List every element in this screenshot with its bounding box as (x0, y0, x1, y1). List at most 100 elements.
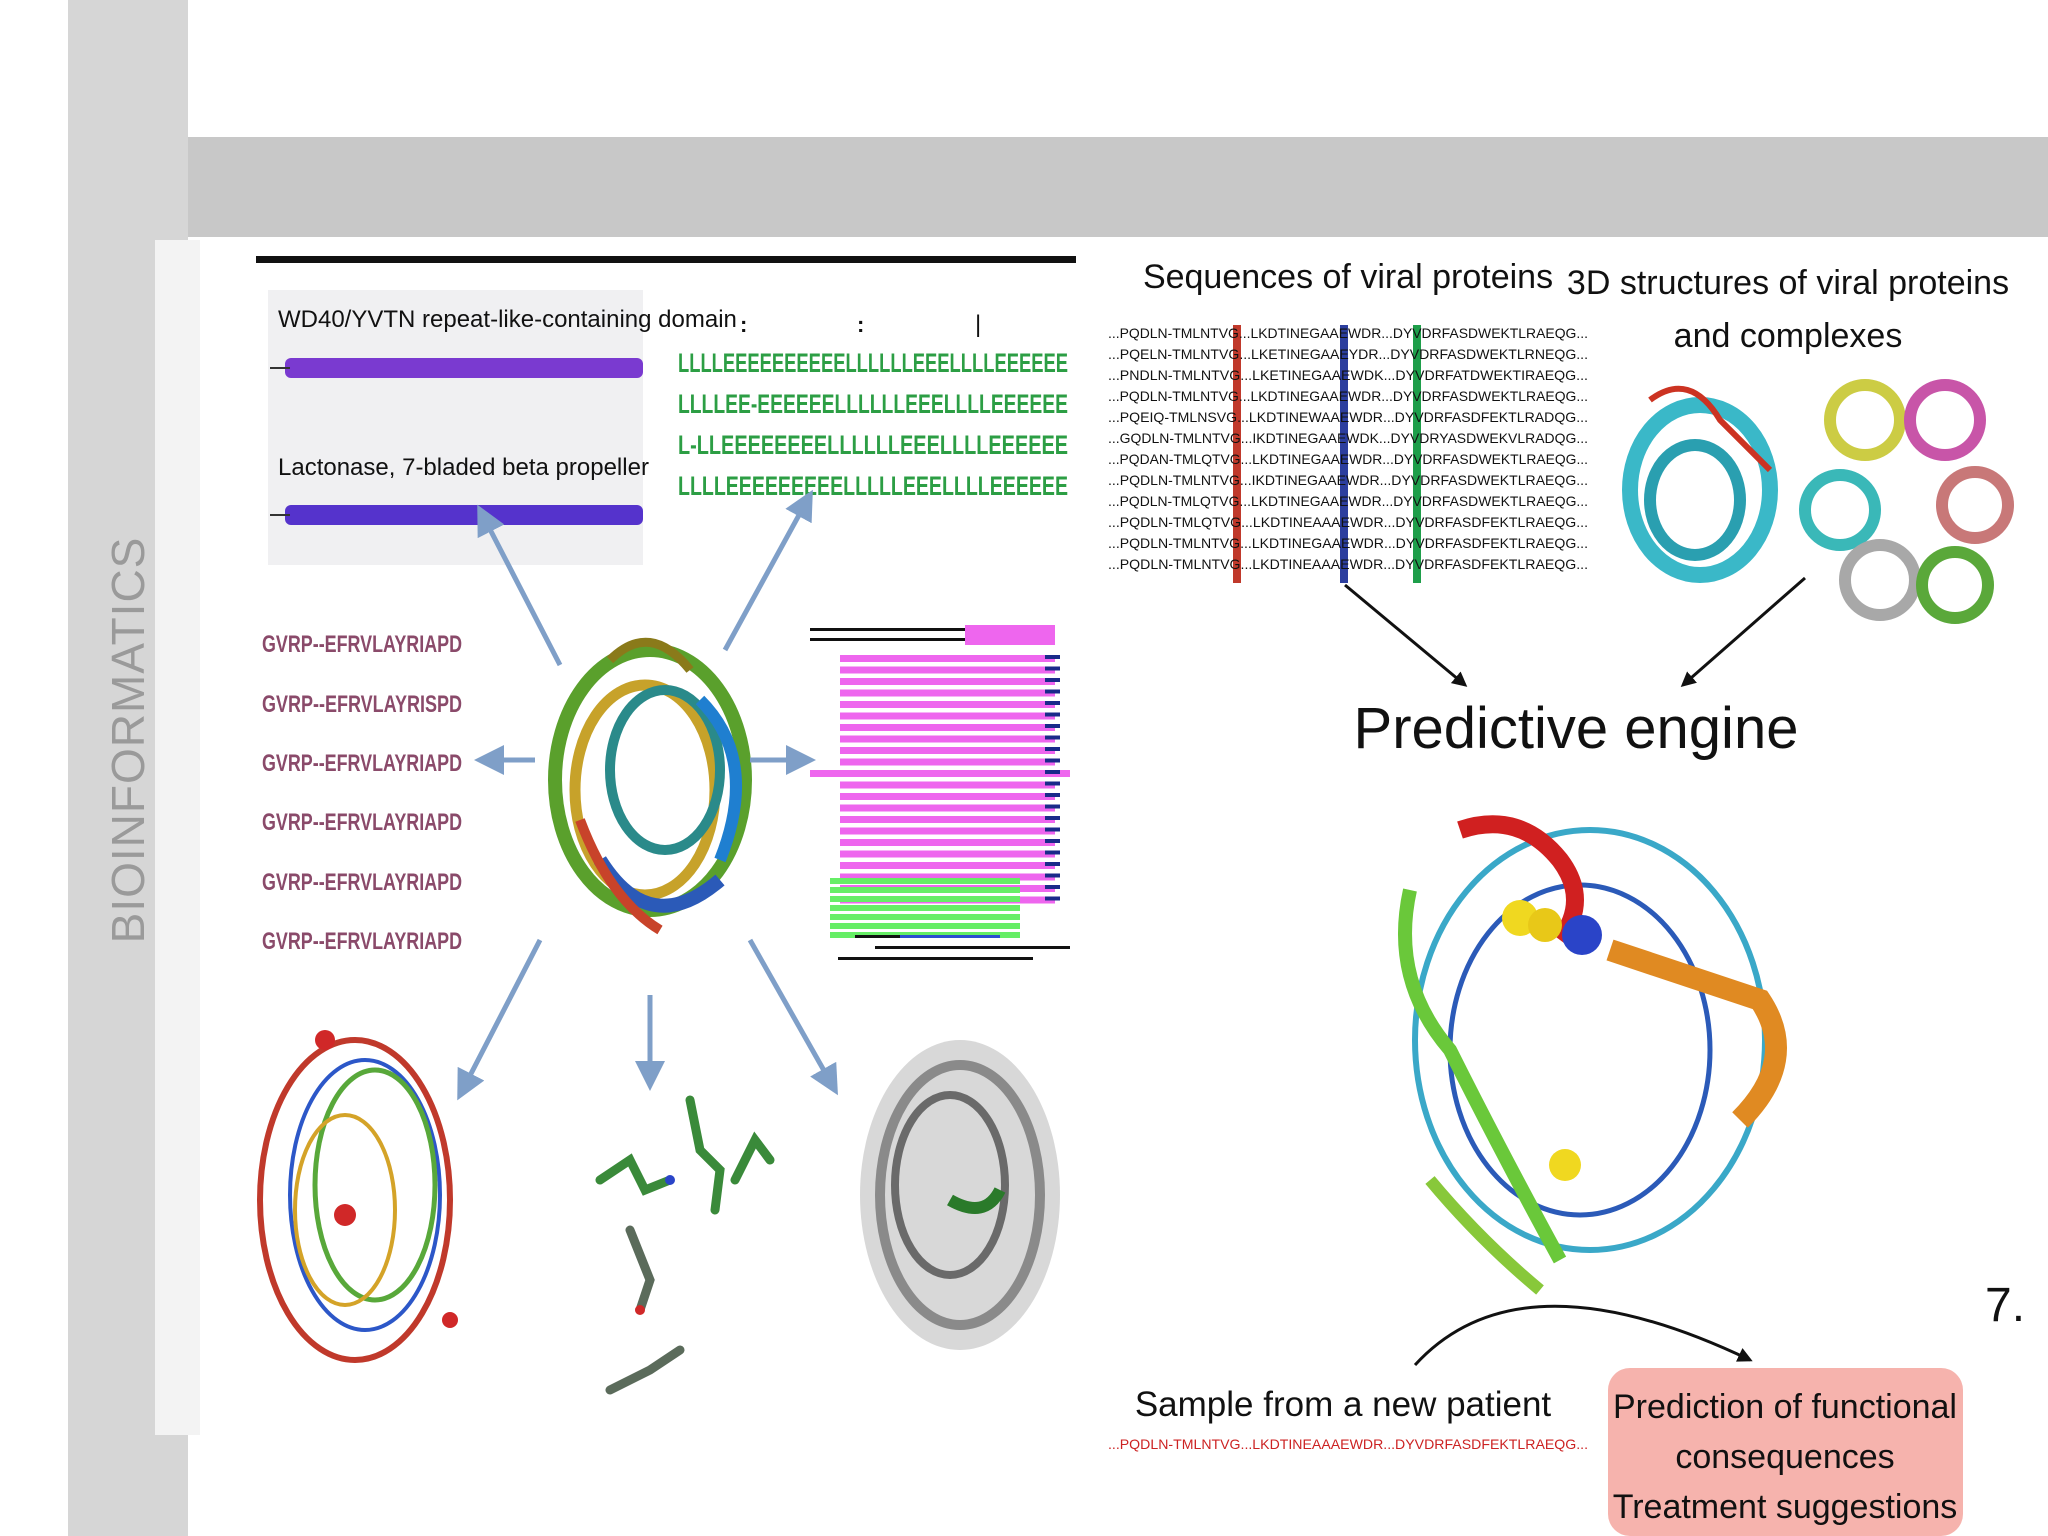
alignment-column-red (1233, 325, 1241, 583)
alignment-row: ...PQDLN-TMLNTVG...IKDTINEGAAEWDR...DYVD… (1108, 472, 1588, 488)
alignment-row: ...PQDLN-TMLNTVG...LKDTINEGAAEWDR...DYVD… (1108, 325, 1588, 341)
predicted-structure-image (1398, 815, 1787, 1295)
grey-surface-structure-image (860, 1040, 1060, 1350)
propeller-structure-image (548, 637, 752, 935)
conservation-mark: | (975, 311, 981, 338)
prediction-line-1: Prediction of functional (1613, 1388, 1957, 1426)
predictive-engine-label: Predictive engine (1354, 696, 1799, 761)
coverage-tick (1045, 666, 1060, 671)
motif-row: GVRP--EFRVLAYRIAPD (262, 928, 462, 955)
coverage-bar (840, 678, 1055, 685)
alignment-row: ...PQDLN-TMLNTVG...LKDTINEGAAEWDR...DYVD… (1108, 535, 1588, 551)
alignment-row: ...PQDLN-TMLQTVG...LKDTINEAAAEWDR...DYVD… (1108, 514, 1588, 530)
alignment-row: ...PNDLN-TMLNTVG...LKETINEGAAEWDK...DYVD… (1108, 367, 1588, 383)
sequences-title: Sequences of viral proteins (1143, 258, 1553, 296)
conservation-mark: : (857, 312, 864, 337)
coverage-bar (840, 850, 1055, 858)
patient-label: Sample from a new patient (1135, 1385, 1552, 1424)
coverage-tick (1045, 816, 1060, 820)
alignment-rows: ...PQDLN-TMLNTVG...LKDTINEGAAEWDR...DYVD… (1108, 325, 1588, 572)
coverage-bar (840, 839, 1055, 846)
ss-row: LLLLEEEEEEEEELLLLLEEELLLLEEEEEE (678, 471, 1068, 501)
coverage-bar (830, 878, 1020, 884)
coverage-bar (840, 655, 1055, 662)
patient-sequence: ...PQDLN-TMLNTVG...LKDTINEAAAEWDR...DYVD… (1108, 1436, 1588, 1452)
structures-title-line-1: 3D structures of viral proteins (1567, 264, 2009, 302)
coverage-tick (1045, 862, 1060, 866)
coverage-tick (1045, 655, 1060, 659)
ss-row: LLLLEEEEEEEEEELLLLLLEEELLLLEEEEEE (678, 348, 1068, 378)
domain-bar-1 (285, 358, 643, 378)
motif-row: GVRP--EFRVLAYRIAPD (262, 750, 462, 777)
alignment-column-blue (1340, 325, 1348, 583)
engine-arrows (1344, 576, 1806, 687)
coverage-tick (1045, 678, 1060, 682)
alignment-coverage-image (810, 625, 1055, 645)
alignment-row: ...GQDLN-TMLNTVG...IKDTINEGAAEWDK...DYVD… (1108, 430, 1588, 446)
alignment-column-green (1413, 325, 1421, 583)
coverage-bar (810, 770, 1070, 777)
prediction-line-3: Treatment suggestions (1613, 1488, 1958, 1526)
motif-row: GVRP--EFRVLAYRISPD (262, 691, 462, 718)
coverage-bar (840, 735, 1055, 743)
curved-arrow (1413, 1304, 1753, 1367)
coverage-bar (830, 923, 1020, 929)
coverage-bar (840, 689, 1055, 697)
coverage-tick (1045, 724, 1060, 728)
coverage-bar (840, 712, 1055, 720)
coverage-bar (840, 666, 1055, 674)
domain-label-1: WD40/YVTN repeat-like-containing domain (278, 306, 737, 333)
motif-row: GVRP--EFRVLAYRIAPD (262, 809, 462, 836)
coverage-tick (1045, 735, 1060, 740)
coverage-tick (1045, 747, 1060, 751)
coverage-tick (1045, 850, 1060, 855)
coverage-bar (830, 896, 1020, 902)
coverage-tick (1045, 781, 1060, 786)
coverage-bar (840, 781, 1055, 789)
wireframe-structure-image (257, 1030, 458, 1363)
prediction-line-2: consequences (1675, 1438, 1894, 1476)
motif-row: GVRP--EFRVLAYRIAPD (262, 869, 462, 896)
viral-complex-structure-image (1799, 379, 2014, 624)
coverage-tick (1045, 793, 1060, 797)
viral-protein-structure-image (1622, 385, 1778, 583)
coverage-bar (840, 758, 1055, 766)
alignment-row: ...PQDLN-TMLNTVG...LKDTINEGAAEWDR...DYVD… (1108, 388, 1588, 404)
coverage-tick (1045, 896, 1060, 901)
prediction-box (1608, 1368, 1963, 1536)
alignment-row: ...PQDAN-TMLQTVG...LKDTINEGAAEWDR...DYVD… (1108, 451, 1588, 467)
coverage-bar (840, 747, 1055, 754)
conservation-mark: : (740, 312, 747, 337)
coverage-tick (1045, 770, 1060, 774)
domain-label-2: Lactonase, 7-bladed beta propeller (278, 454, 649, 481)
coverage-bar (840, 724, 1055, 731)
ss-row: L-LLEEEEEEEELLLLLLEEELLLLEEEEEE (678, 430, 1068, 460)
coverage-bar (840, 793, 1055, 800)
coverage-bar (830, 905, 1020, 911)
coverage-tick (1045, 827, 1060, 832)
coverage-tick (1045, 758, 1060, 763)
coverage-bar (840, 804, 1055, 812)
coverage-tick (1045, 873, 1060, 878)
page-number: 7. (1985, 1279, 2026, 1332)
workflow-arrows (457, 489, 838, 1101)
coverage-tick (1045, 712, 1060, 717)
coverage-tick (1045, 839, 1060, 843)
alignment-row: ...PQDLN-TMLQTVG...LKDTINEGAAEWDR...DYVD… (1108, 493, 1588, 509)
alignment-row: ...PQDLN-TMLNTVG...LKDTINEAAAEWDR...DYVD… (1108, 556, 1588, 572)
coverage-bar (840, 816, 1055, 823)
stick-residues-image (595, 1095, 775, 1395)
coverage-bar (840, 862, 1055, 869)
header-band (188, 137, 2048, 237)
coverage-bar (830, 914, 1020, 920)
alignment-row: ...PQELN-TMLNTVG...LKETINEGAAEYDR...DYVD… (1108, 346, 1588, 362)
coverage-bar (840, 873, 1055, 881)
coverage-bar (840, 701, 1055, 708)
alignment-footer-lines (838, 935, 1070, 960)
alignment-row: ...PQEIQ-TMLNSVG...LKDTINEWAAEWDR...DYVD… (1108, 409, 1588, 425)
coverage-bar (830, 887, 1020, 893)
coverage-tick (1045, 701, 1060, 705)
coverage-tick (1045, 689, 1060, 694)
